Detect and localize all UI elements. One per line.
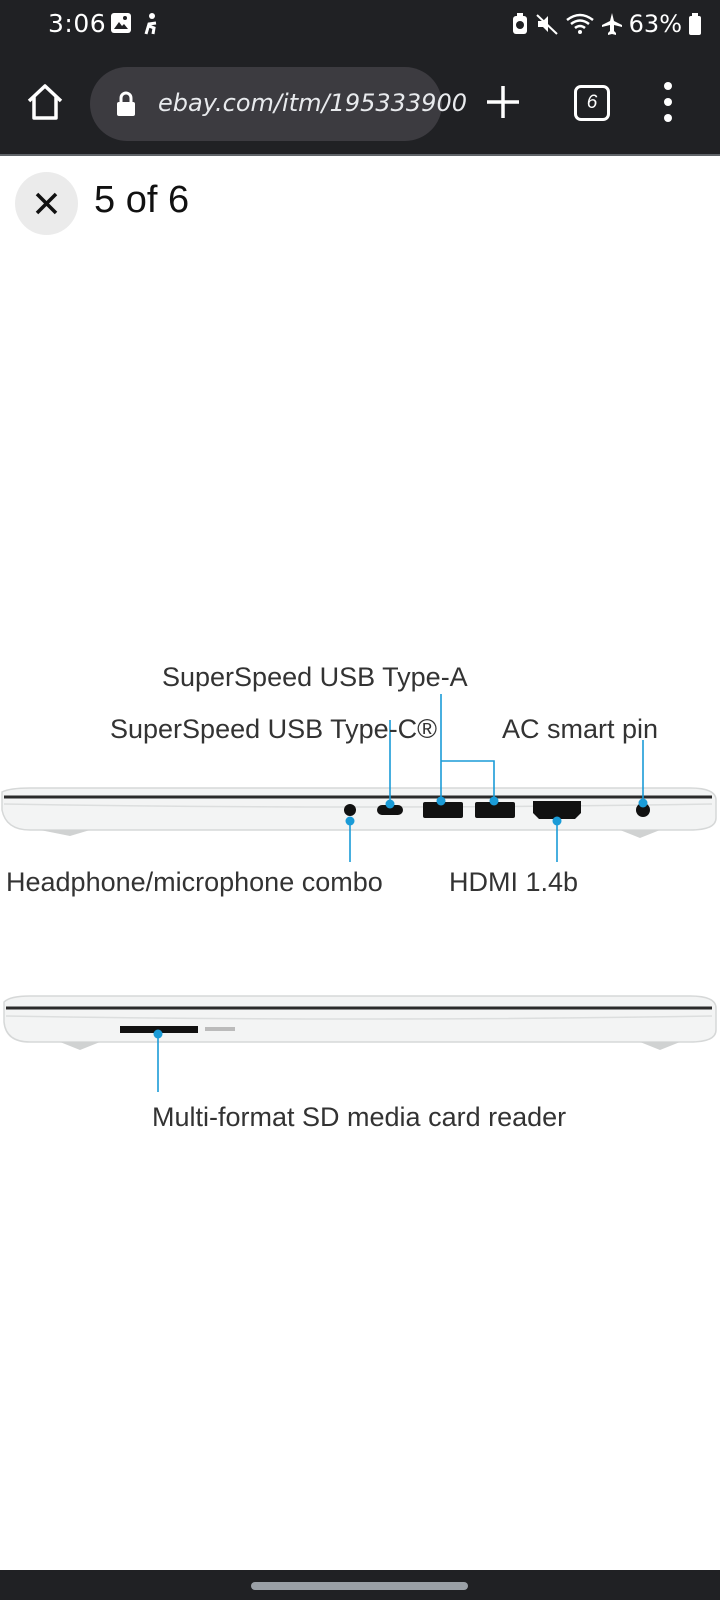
usb-a-port-2: [475, 802, 515, 818]
label-hdmi: HDMI 1.4b: [449, 867, 578, 897]
image-counter: 5 of 6: [94, 179, 190, 221]
ac-pin-port: [636, 803, 650, 817]
close-button[interactable]: [15, 172, 78, 235]
laptop-right-side: [1, 787, 717, 838]
new-tab-icon[interactable]: [483, 82, 523, 122]
sd-status-leds: [205, 1027, 235, 1031]
battery-percent: 63%: [628, 10, 682, 38]
label-ac-pin: AC smart pin: [502, 714, 658, 744]
callout-lines: [349, 694, 644, 862]
label-usb-a: SuperSpeed USB Type-A: [162, 662, 468, 692]
headphone-port: [344, 804, 356, 816]
system-nav-bar: [0, 1570, 720, 1600]
browser-toolbar: ebay.com/itm/195333900 6: [0, 50, 720, 156]
status-left-icons: [110, 12, 162, 36]
status-bar: 3:06 63%: [0, 0, 720, 50]
battery-saver-icon: [512, 13, 527, 34]
status-right-icons: 63%: [511, 10, 702, 38]
label-usb-c: SuperSpeed USB Type-C®: [110, 714, 437, 744]
label-sd-reader: Multi-format SD media card reader: [152, 1102, 566, 1132]
laptop-left-side: [3, 995, 717, 1050]
mute-icon: [535, 14, 558, 35]
more-menu-icon[interactable]: [656, 80, 680, 124]
gallery-icon: [111, 13, 131, 33]
home-icon[interactable]: [24, 81, 66, 123]
status-time: 3:06: [48, 9, 107, 38]
battery-icon: [689, 13, 701, 35]
sd-card-slot: [120, 1026, 198, 1033]
wifi-icon: [565, 13, 594, 34]
sd-callout: [153, 1029, 163, 1092]
lock-icon: [117, 91, 135, 116]
usb-c-port: [377, 805, 403, 815]
hdmi-port: [533, 801, 581, 819]
accessibility-icon: [144, 13, 157, 35]
home-gesture-handle[interactable]: [251, 1582, 468, 1590]
product-image[interactable]: SuperSpeed USB Type-A SuperSpeed USB Typ…: [0, 660, 720, 1160]
airplane-icon: [601, 13, 622, 35]
close-icon: [35, 192, 58, 215]
url-bar[interactable]: ebay.com/itm/195333900: [90, 67, 467, 141]
label-headphone: Headphone/microphone combo: [6, 867, 383, 897]
callout-dots: [345, 796, 648, 826]
usb-a-port-1: [423, 802, 463, 818]
url-text[interactable]: ebay.com/itm/195333900: [158, 89, 467, 117]
tab-switcher-button[interactable]: 6: [574, 85, 610, 121]
